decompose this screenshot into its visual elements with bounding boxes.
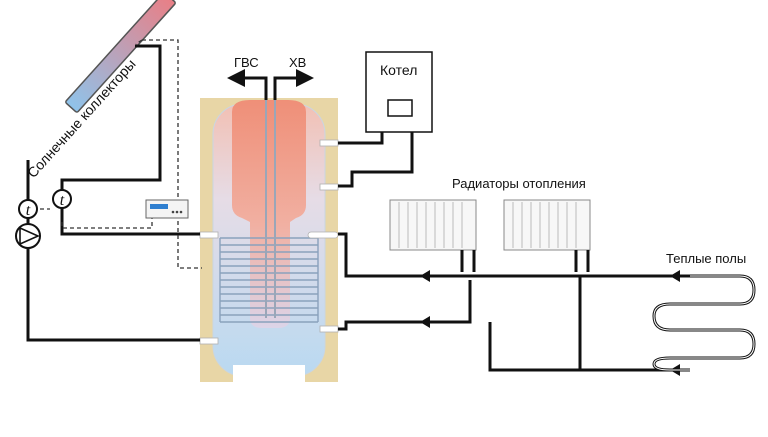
floor-heating-label: Теплые полы bbox=[666, 251, 747, 266]
boiler-label: Котел bbox=[380, 62, 418, 78]
temperature-sensor-icon: t t bbox=[18, 189, 72, 219]
hot-water-label: ГВС bbox=[234, 55, 259, 70]
floor-heating-coil-highlight bbox=[653, 275, 755, 371]
top-outlets bbox=[227, 69, 314, 100]
solar-loop bbox=[26, 44, 200, 342]
collector-panel bbox=[65, 0, 176, 113]
svg-text:t: t bbox=[60, 192, 65, 209]
radiator bbox=[389, 199, 477, 251]
storage-tank bbox=[199, 98, 339, 382]
heat-exchanger-coil bbox=[219, 237, 319, 323]
sensor-wiring bbox=[40, 39, 202, 269]
solar-collector bbox=[65, 0, 176, 113]
hot-water-zone bbox=[232, 100, 306, 328]
boiler-pipes bbox=[338, 132, 414, 188]
floor-heating-coil bbox=[652, 274, 756, 372]
heating-pipes bbox=[338, 232, 690, 372]
radiator bbox=[503, 199, 591, 251]
svg-text:t: t bbox=[26, 202, 31, 219]
cold-water-label: ХВ bbox=[289, 55, 307, 70]
boiler bbox=[365, 51, 433, 133]
circulation-pump-icon bbox=[15, 223, 41, 249]
radiators-label: Радиаторы отопления bbox=[452, 176, 586, 191]
tank-bottom-gap bbox=[233, 365, 305, 382]
solar-controller-icon bbox=[145, 199, 189, 219]
flow-arrow-icon bbox=[420, 270, 680, 376]
